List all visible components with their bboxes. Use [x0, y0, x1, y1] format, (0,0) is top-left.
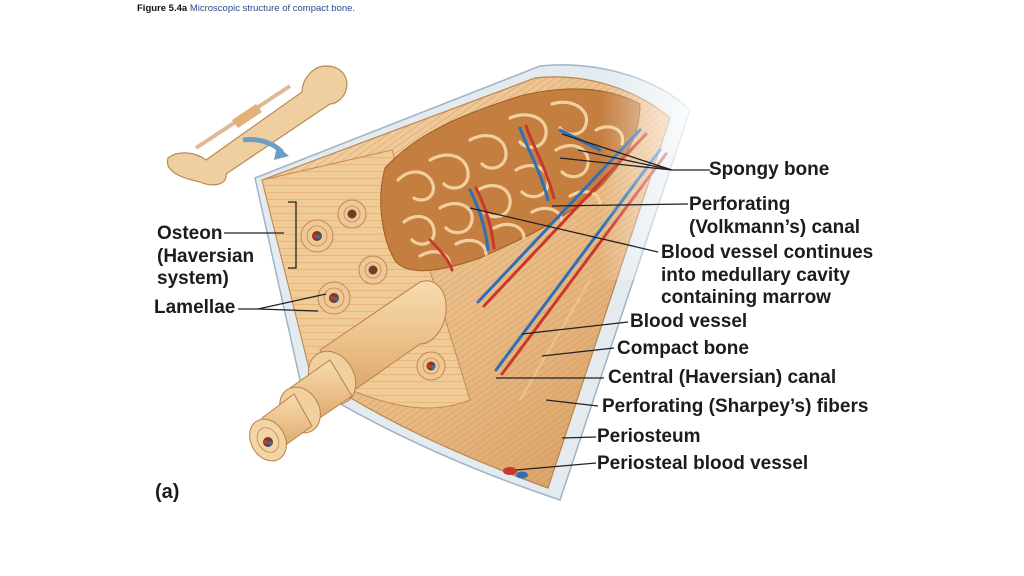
label-osteon-line3: system): [157, 268, 229, 289]
label-sharpeys-fibers: Perforating (Sharpey’s) fibers: [602, 396, 869, 417]
osteon-rings: [300, 199, 446, 381]
part-letter: (a): [155, 481, 180, 503]
leader-lines: [224, 133, 710, 471]
spongy-bone-region: [380, 88, 641, 272]
label-perforating-canal-line2: (Volkmann’s) canal: [689, 216, 861, 238]
label-lamellae: Lamellae: [154, 297, 236, 318]
label-osteon: Osteon (Haversian system): [157, 223, 254, 291]
label-periosteal-blood-vessel: Periosteal blood vessel: [597, 453, 809, 474]
osteon-cylinder: [249, 280, 447, 462]
label-blood-vessel: Blood vessel: [630, 311, 748, 332]
label-perforating-canal-line1: Perforating: [689, 194, 791, 215]
label-osteon-line2: (Haversian: [157, 245, 255, 267]
label-blood-vessel-continues: Blood vessel continues into medullary ca…: [661, 242, 873, 310]
label-periosteum: Periosteum: [597, 426, 701, 447]
label-blood-vessel-continues-line1: Blood vessel continues: [661, 242, 874, 263]
periosteal-vessel: [503, 467, 528, 479]
figure-caption: Figure 5.4a Microscopic structure of com…: [137, 3, 355, 14]
label-blood-vessel-continues-line3: containing marrow: [661, 287, 831, 308]
label-spongy-bone: Spongy bone: [709, 159, 830, 180]
label-perforating-canal: Perforating (Volkmann’s) canal: [689, 194, 860, 239]
long-bone-icon: [166, 65, 348, 186]
figure-caption-text: Microscopic structure of compact bone.: [189, 3, 356, 14]
label-compact-bone: Compact bone: [617, 338, 749, 359]
label-blood-vessel-continues-line2: into medullary cavity: [661, 264, 851, 286]
label-osteon-line1: Osteon: [157, 223, 223, 244]
figure-number: Figure 5.4a: [137, 3, 188, 14]
label-central-canal: Central (Haversian) canal: [608, 367, 837, 388]
